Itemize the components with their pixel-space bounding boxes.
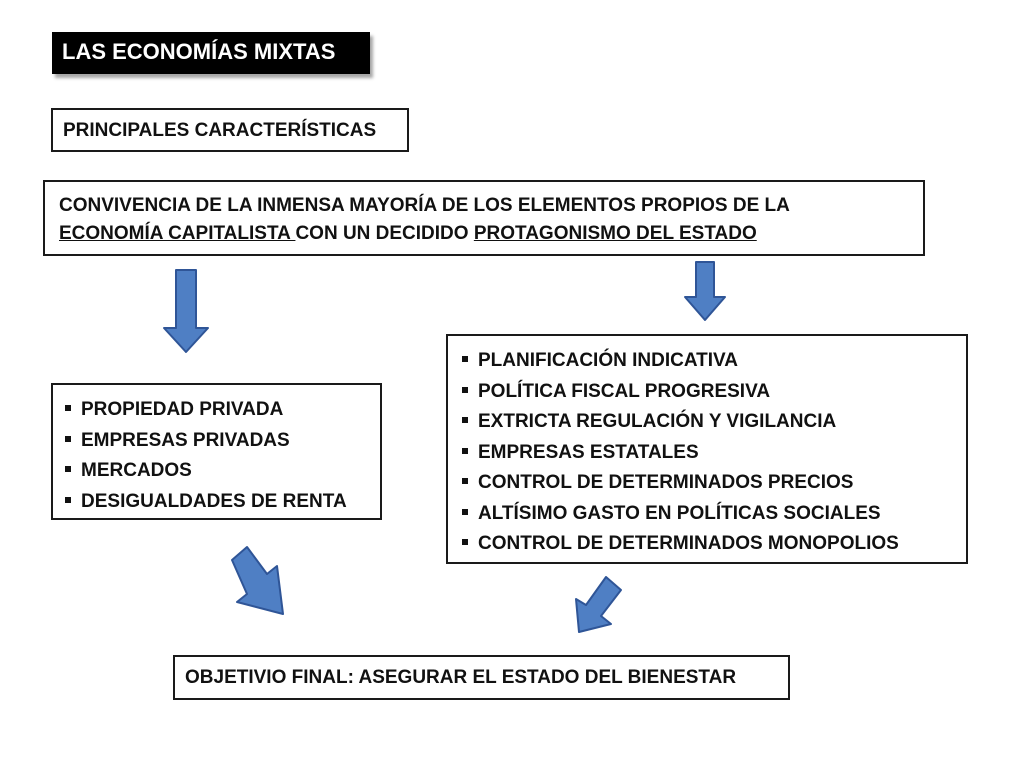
state-role-list: PLANIFICACIÓN INDICATIVA POLÍTICA FISCAL…	[460, 346, 966, 560]
list-item-label: CONTROL DE DETERMINADOS PRECIOS	[478, 472, 854, 493]
list-item: EMPRESAS ESTATALES	[460, 438, 966, 469]
list-item-label: ALTÍSIMO GASTO EN POLÍTICAS SOCIALES	[478, 502, 881, 524]
list-item-label: PLANIFICACIÓN INDICATIVA	[478, 350, 739, 371]
list-item-label: CONTROL DE DETERMINADOS MONOPOLIOS	[478, 533, 899, 554]
list-item-label: POLÍTICA FISCAL PROGRESIVA	[478, 380, 771, 402]
square-bullet-icon	[65, 435, 71, 442]
square-bullet-icon	[462, 417, 468, 424]
convivencia-connector: CON UN DECIDIDO	[295, 223, 474, 244]
square-bullet-icon	[462, 508, 468, 515]
slide-title: LAS ECONOMÍAS MIXTAS	[52, 32, 370, 74]
list-item-label: PROPIEDAD PRIVADA	[81, 399, 284, 420]
square-bullet-icon	[462, 356, 468, 363]
capitalist-elements-list: PROPIEDAD PRIVADA EMPRESAS PRIVADAS MERC…	[63, 395, 380, 517]
list-item-label: EMPRESAS PRIVADAS	[81, 429, 290, 451]
list-item: ALTÍSIMO GASTO EN POLÍTICAS SOCIALES	[460, 499, 966, 530]
list-item: DESIGUALDADES DE RENTA	[63, 487, 380, 518]
diagonal-arrow-down-right-icon	[231, 546, 284, 615]
subtitle-box: PRINCIPALES CARACTERÍSTICAS	[51, 108, 409, 152]
square-bullet-icon	[65, 466, 71, 473]
goal-text: OBJETIVIO FINAL: ASEGURAR EL ESTADO DEL …	[185, 667, 737, 688]
list-item: MERCADOS	[63, 456, 380, 487]
list-item: CONTROL DE DETERMINADOS MONOPOLIOS	[460, 529, 966, 560]
down-arrow-left-icon	[163, 269, 209, 353]
square-bullet-icon	[462, 386, 468, 393]
protagonismo-estado-underlined: PROTAGONISMO DEL ESTADO	[473, 223, 757, 244]
convivencia-line-2: ECONOMÍA CAPITALISTA CON UN DECIDIDO PRO…	[59, 220, 923, 248]
list-item: PROPIEDAD PRIVADA	[63, 395, 380, 426]
list-item-label: EXTRICTA REGULACIÓN Y VIGILANCIA	[478, 411, 837, 432]
square-bullet-icon	[65, 405, 71, 412]
subtitle-text: PRINCIPALES CARACTERÍSTICAS	[63, 120, 377, 141]
goal-box: OBJETIVIO FINAL: ASEGURAR EL ESTADO DEL …	[173, 655, 790, 700]
economia-capitalista-underlined: ECONOMÍA CAPITALISTA	[59, 223, 296, 244]
diagonal-arrow-down-left-icon	[575, 576, 622, 633]
square-bullet-icon	[462, 539, 468, 546]
list-item-label: EMPRESAS ESTATALES	[478, 441, 699, 463]
list-item: EXTRICTA REGULACIÓN Y VIGILANCIA	[460, 407, 966, 438]
down-arrow-right-icon	[684, 261, 726, 321]
list-item-label: DESIGUALDADES DE RENTA	[81, 490, 347, 512]
capitalist-elements-box: PROPIEDAD PRIVADA EMPRESAS PRIVADAS MERC…	[51, 383, 382, 520]
square-bullet-icon	[65, 496, 71, 503]
square-bullet-icon	[462, 447, 468, 454]
convivencia-line-1: CONVIVENCIA DE LA INMENSA MAYORÍA DE LOS…	[59, 195, 790, 216]
state-role-box: PLANIFICACIÓN INDICATIVA POLÍTICA FISCAL…	[446, 334, 968, 564]
convivencia-box: CONVIVENCIA DE LA INMENSA MAYORÍA DE LOS…	[43, 180, 925, 256]
list-item: POLÍTICA FISCAL PROGRESIVA	[460, 377, 966, 408]
list-item: EMPRESAS PRIVADAS	[63, 426, 380, 457]
square-bullet-icon	[462, 478, 468, 485]
list-item: CONTROL DE DETERMINADOS PRECIOS	[460, 468, 966, 499]
list-item: PLANIFICACIÓN INDICATIVA	[460, 346, 966, 377]
list-item-label: MERCADOS	[81, 460, 192, 481]
